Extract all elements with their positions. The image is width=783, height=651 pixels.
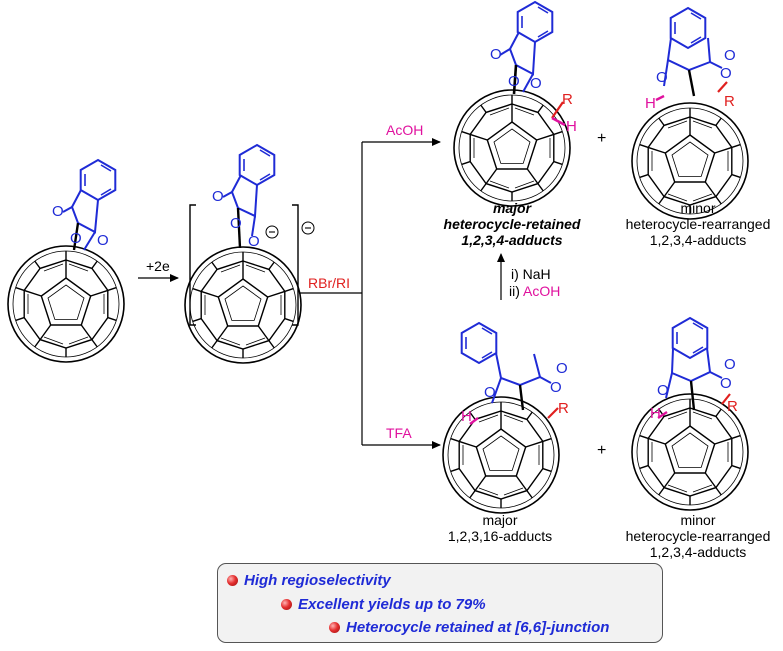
svg-text:R: R xyxy=(562,91,573,108)
starting-fullerene: O O O xyxy=(7,159,125,363)
bullet-icon xyxy=(281,599,292,610)
caption-top-minor-line3: 1,2,3,4-adducts xyxy=(649,232,747,248)
branch-arrows xyxy=(300,138,505,449)
alkylating-agent-label: RBr/RI xyxy=(308,275,350,291)
bullet-icon xyxy=(227,575,238,586)
product-top-major: O O O R H xyxy=(453,1,577,207)
caption-bottom-major-line1: major xyxy=(482,512,518,528)
caption-top-major-line2: heterocycle-retained xyxy=(443,216,581,232)
product-top-minor: O O O H R xyxy=(631,7,749,220)
svg-text:O: O xyxy=(490,46,502,63)
svg-text:O: O xyxy=(556,360,568,377)
svg-text:O: O xyxy=(550,379,562,396)
acoh-label: AcOH xyxy=(386,122,424,138)
left-bracket xyxy=(189,204,196,326)
svg-text:H: H xyxy=(461,408,472,425)
svg-text:O: O xyxy=(484,384,496,401)
right-bracket xyxy=(292,204,299,326)
svg-text:R: R xyxy=(558,400,569,417)
product-bottom-major: O O O H R xyxy=(442,322,569,514)
caption-top-major-line1: major xyxy=(492,200,532,216)
caption-top-major: major heterocycle-retained 1,2,3,4-adduc… xyxy=(432,200,592,248)
plus-sign-top: + xyxy=(597,130,607,147)
svg-text:O: O xyxy=(656,69,668,86)
caption-top-minor-line1: minor xyxy=(680,200,716,216)
svg-text:O: O xyxy=(70,230,82,247)
summary-box: High regioselectivity Excellent yields u… xyxy=(217,563,663,643)
svg-text:H: H xyxy=(650,405,661,422)
svg-text:O: O xyxy=(724,356,736,373)
svg-text:O: O xyxy=(52,203,64,220)
dianion-intermediate: O O O xyxy=(184,144,315,364)
step1-label: i) NaH xyxy=(511,266,551,282)
reduction-label: +2e xyxy=(146,258,170,274)
bullet-icon xyxy=(329,622,340,633)
caption-bottom-minor: minor heterocycle-rearranged 1,2,3,4-add… xyxy=(613,512,783,560)
starting-coumarin-addend: O O O xyxy=(52,159,117,251)
svg-text:O: O xyxy=(530,75,542,92)
caption-bottom-minor-line3: 1,2,3,4-adducts xyxy=(649,544,747,560)
caption-bottom-major: major 1,2,3,16-adducts xyxy=(430,512,570,544)
caption-top-major-line3: 1,2,3,4-adducts xyxy=(461,232,563,248)
caption-bottom-minor-line2: heterocycle-rearranged xyxy=(625,528,771,544)
svg-text:R: R xyxy=(727,398,738,415)
svg-text:O: O xyxy=(248,233,260,250)
summary-item-2: Excellent yields up to 79% xyxy=(281,596,486,613)
tfa-label: TFA xyxy=(386,425,412,441)
svg-text:O: O xyxy=(720,375,732,392)
svg-text:O: O xyxy=(212,188,224,205)
svg-text:R: R xyxy=(724,93,735,110)
svg-text:H: H xyxy=(566,118,577,135)
caption-top-minor-line2: heterocycle-rearranged xyxy=(625,216,771,232)
step2-label: ii) AcOH xyxy=(509,283,561,299)
summary-item-1: High regioselectivity xyxy=(227,572,391,589)
svg-text:O: O xyxy=(657,382,669,399)
caption-bottom-major-line2: 1,2,3,16-adducts xyxy=(447,528,553,544)
svg-text:O: O xyxy=(97,232,109,249)
svg-text:O: O xyxy=(508,73,520,90)
svg-text:O: O xyxy=(230,215,242,232)
caption-top-minor: minor heterocycle-rearranged 1,2,3,4-add… xyxy=(613,200,783,248)
product-bottom-minor: O O O H R xyxy=(631,317,749,511)
svg-text:O: O xyxy=(720,65,732,82)
summary-item-3: Heterocycle retained at [6,6]-junction xyxy=(329,619,609,636)
svg-text:O: O xyxy=(724,47,736,64)
plus-sign-bottom: + xyxy=(597,442,607,459)
caption-bottom-minor-line1: minor xyxy=(680,512,716,528)
svg-text:H: H xyxy=(645,95,656,112)
